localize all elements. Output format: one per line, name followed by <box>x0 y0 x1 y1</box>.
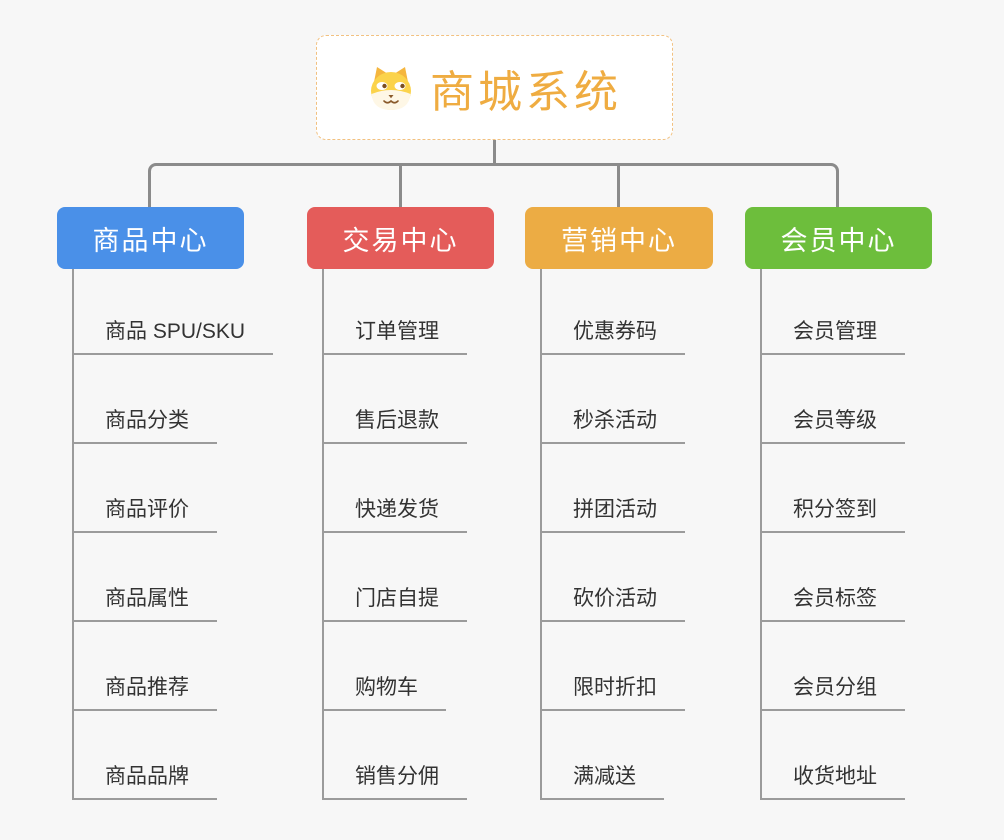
leaf-node[interactable]: 砍价活动 <box>540 586 685 622</box>
root-title: 商城系统 <box>430 67 622 117</box>
leaf-node[interactable]: 商品推荐 <box>72 675 217 711</box>
leaf-node[interactable]: 会员标签 <box>760 586 905 622</box>
branch-drop-line <box>399 163 402 207</box>
leaf-node[interactable]: 门店自提 <box>322 586 467 622</box>
branch-bus-line <box>148 163 839 207</box>
leaf-node[interactable]: 商品分类 <box>72 408 217 444</box>
branch-trunk-line <box>760 269 762 800</box>
leaf-node[interactable]: 销售分佣 <box>322 764 467 800</box>
leaf-node[interactable]: 限时折扣 <box>540 675 685 711</box>
branch-trunk-line <box>540 269 542 800</box>
branch-node-product-center[interactable]: 商品中心 <box>57 207 244 269</box>
branch-label: 交易中心 <box>342 225 459 256</box>
branch-drop-line <box>617 163 620 207</box>
leaf-node[interactable]: 优惠券码 <box>540 319 685 355</box>
leaf-node[interactable]: 会员分组 <box>760 675 905 711</box>
branch-label: 商品中心 <box>92 225 209 256</box>
leaf-node[interactable]: 商品 SPU/SKU <box>72 319 274 355</box>
leaf-node[interactable]: 满减送 <box>540 764 664 800</box>
branch-node-trade-center[interactable]: 交易中心 <box>307 207 494 269</box>
branch-node-marketing-center[interactable]: 营销中心 <box>525 207 713 269</box>
leaf-node[interactable]: 商品评价 <box>72 497 217 533</box>
root-node[interactable]: 商城系统 <box>316 35 673 140</box>
leaf-node[interactable]: 快递发货 <box>322 497 467 533</box>
leaf-node[interactable]: 商品属性 <box>72 586 217 622</box>
branch-trunk-line <box>72 269 74 800</box>
branch-trunk-line <box>322 269 324 800</box>
root-connector-line <box>493 140 496 164</box>
leaf-node[interactable]: 会员管理 <box>760 319 905 355</box>
branch-label: 会员中心 <box>780 225 897 256</box>
branch-node-member-center[interactable]: 会员中心 <box>745 207 932 269</box>
leaf-node[interactable]: 会员等级 <box>760 408 905 444</box>
shiba-dog-icon <box>371 66 411 110</box>
leaf-node[interactable]: 订单管理 <box>322 319 467 355</box>
leaf-node[interactable]: 商品品牌 <box>72 764 217 800</box>
leaf-node[interactable]: 收货地址 <box>760 764 905 800</box>
leaf-node[interactable]: 积分签到 <box>760 497 905 533</box>
branch-label: 营销中心 <box>561 225 677 256</box>
leaf-node[interactable]: 售后退款 <box>322 408 467 444</box>
leaf-node[interactable]: 购物车 <box>322 675 446 711</box>
leaf-node[interactable]: 秒杀活动 <box>540 408 685 444</box>
leaf-node[interactable]: 拼团活动 <box>540 497 685 533</box>
